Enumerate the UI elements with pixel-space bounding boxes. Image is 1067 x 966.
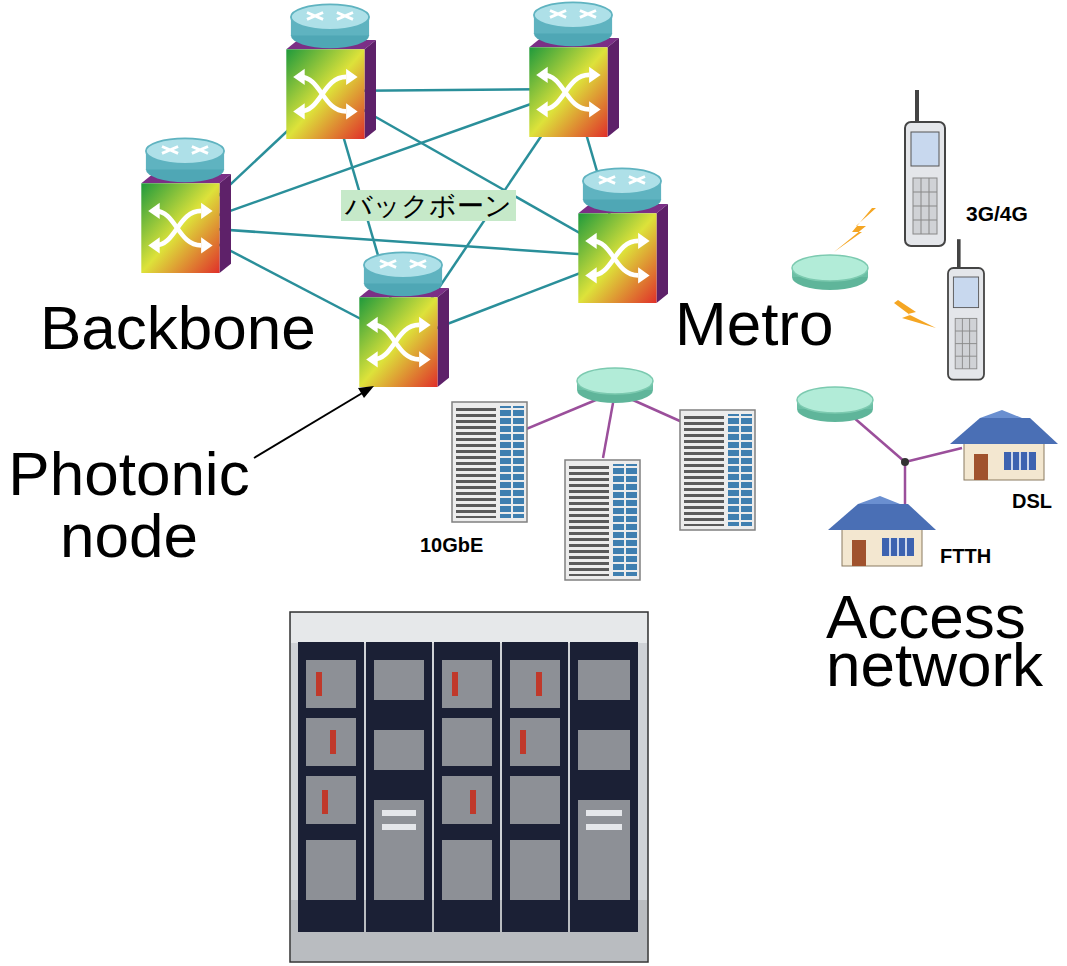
callout-label: Photonic node xyxy=(4,443,254,567)
link-type-label: 10GbE xyxy=(420,534,483,557)
section-label: Access network xyxy=(826,593,1054,690)
region-label: Backbone xyxy=(40,297,316,359)
access-type-label: DSL xyxy=(1012,490,1052,513)
region-title: バックボーン xyxy=(341,190,516,221)
metro-ring-path xyxy=(598,230,882,414)
access-type-label: FTTH xyxy=(940,545,991,568)
metro-ring: Metro xyxy=(595,227,885,417)
network-type-label: 3G/4G xyxy=(966,202,1028,226)
ring-label: Metro xyxy=(675,293,833,355)
backbone-region: バックボーンBackbone xyxy=(140,40,680,350)
